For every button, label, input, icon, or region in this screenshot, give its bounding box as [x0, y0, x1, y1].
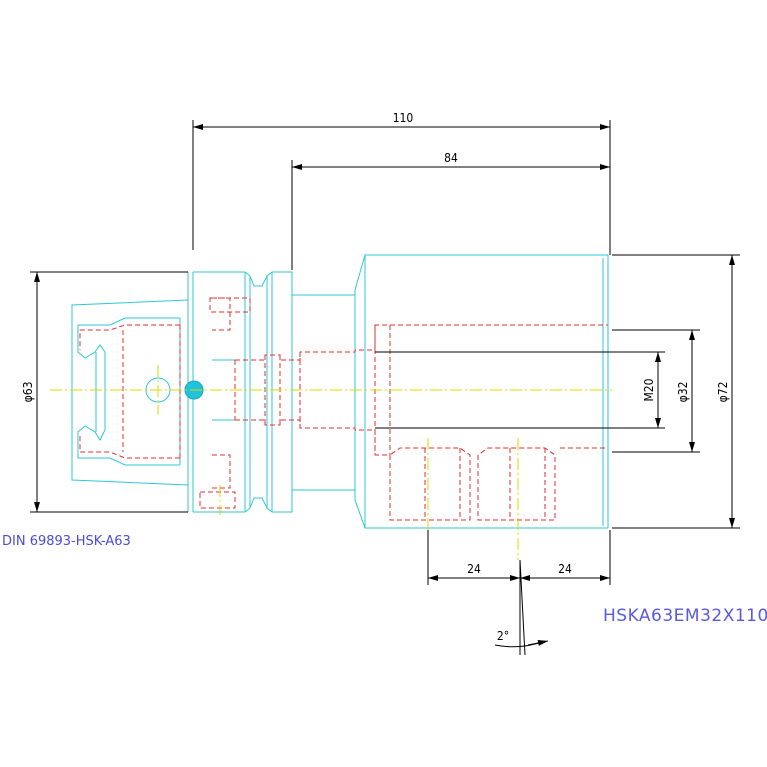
flange-outline: [193, 254, 609, 529]
dim-thread: M20: [642, 378, 656, 401]
hidden-lines: [79, 297, 608, 521]
dim-body-diameter: φ72: [716, 382, 730, 403]
dim-flange-diameter: φ63: [21, 382, 35, 403]
dim-hole-spacing-right: 24: [558, 562, 572, 576]
hsk-shank-outline: [71, 272, 194, 512]
dim-bore-diameter: φ32: [676, 382, 690, 403]
center-lines: [50, 365, 612, 560]
dim-body-length: 84: [444, 151, 458, 165]
dim-angle: 2°: [497, 629, 509, 643]
dim-overall-length: 110: [393, 111, 414, 125]
standard-label: DIN 69893-HSK-A63: [2, 534, 131, 549]
dimension-lines: [30, 120, 740, 656]
dim-hole-spacing-left: 24: [467, 562, 481, 576]
model-label: HSKA63EM32X110E: [603, 606, 767, 626]
